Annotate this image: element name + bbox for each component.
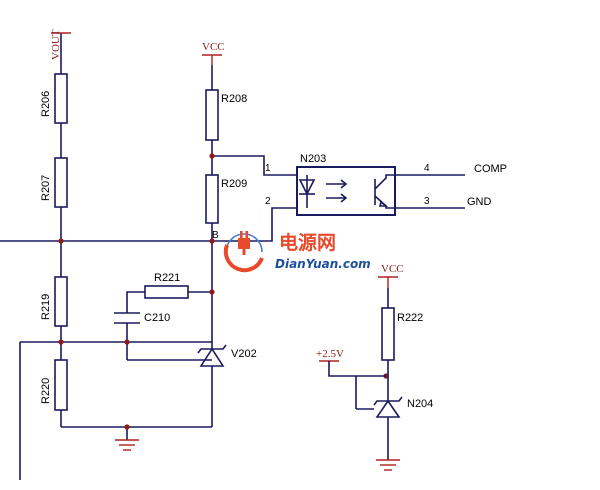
shunt-regulator-n204 xyxy=(373,396,403,460)
r219-label: R219 xyxy=(40,294,52,320)
junction-dots xyxy=(58,153,389,430)
v202-label: V202 xyxy=(231,348,257,360)
ground-symbol-right xyxy=(376,459,400,471)
opto-pin-1: 1 xyxy=(265,163,271,174)
optocoupler-internals xyxy=(298,174,395,209)
watermark-cn-text: 电源网 xyxy=(279,231,336,254)
resistor-r208 xyxy=(205,89,219,141)
r208-label: R208 xyxy=(221,93,247,105)
resistor-r220 xyxy=(54,359,68,411)
vcc-top-label: VCC xyxy=(202,41,225,53)
c210-label: C210 xyxy=(144,312,170,324)
sense-wires xyxy=(0,240,212,480)
optocoupler-n203 xyxy=(296,166,396,216)
ground-symbol-left xyxy=(115,427,139,451)
r207-label: R207 xyxy=(40,175,52,201)
vout-label: VOUT xyxy=(50,29,62,60)
resistor-r222 xyxy=(381,307,395,361)
ref-2v5-label: +2.5V xyxy=(316,348,344,360)
resistor-r207 xyxy=(54,157,68,208)
r206-label: R206 xyxy=(40,91,52,117)
vcc-right-net xyxy=(378,276,398,308)
vout-divider-chain xyxy=(51,32,71,427)
comp-label: COMP xyxy=(474,163,507,175)
resistor-r209 xyxy=(205,174,219,224)
opto-pin-2: 2 xyxy=(265,196,271,207)
opto-pin-4: 4 xyxy=(424,163,430,174)
shunt-regulator-v202 xyxy=(197,344,227,427)
n204-label: N204 xyxy=(407,398,433,410)
r209-label: R209 xyxy=(221,178,247,190)
vcc-right-label: VCC xyxy=(381,263,404,275)
node-b-label: B xyxy=(212,230,219,241)
opto-pin-3: 3 xyxy=(424,196,430,207)
power-plug-icon xyxy=(238,231,250,255)
resistor-r206 xyxy=(54,73,68,124)
r220-label: R220 xyxy=(40,378,52,404)
n203-label: N203 xyxy=(300,153,326,165)
reference-net xyxy=(319,360,389,410)
vcc-top-net xyxy=(202,54,222,90)
resistor-r221 xyxy=(144,285,189,299)
r221-label: R221 xyxy=(154,272,180,284)
compensation-network xyxy=(126,291,212,361)
dianyuan-watermark: 电源网 DianYuan.com xyxy=(223,231,371,273)
watermark-en-text: DianYuan.com xyxy=(275,257,371,271)
resistor-r219 xyxy=(54,276,68,327)
gnd-label: GND xyxy=(467,196,492,208)
capacitor-c210 xyxy=(114,312,140,324)
r222-label: R222 xyxy=(397,312,423,324)
